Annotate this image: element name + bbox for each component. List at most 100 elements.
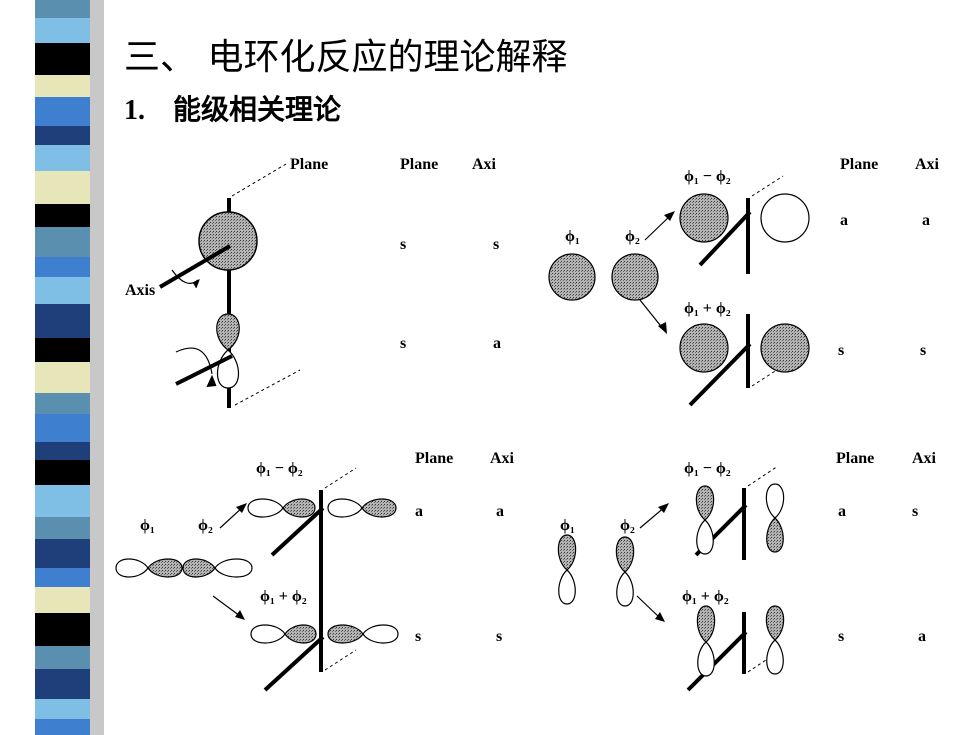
rotation-arrowhead-lower	[206, 374, 217, 388]
plus-right-orbital	[760, 323, 810, 373]
minus-left-lobe-open	[696, 519, 714, 555]
strip-shadow	[90, 0, 104, 735]
strip-segment	[35, 414, 90, 442]
row2-plane-value: s	[838, 628, 844, 645]
p-orbital-lobe-open	[216, 349, 240, 389]
row2-plane-value: s	[400, 335, 406, 352]
phi1-lobe-open	[115, 558, 149, 578]
strip-segment	[35, 338, 90, 362]
row2-axis-value: s	[920, 342, 926, 359]
plus-right-lobe-open	[766, 639, 784, 675]
strip-segment	[35, 719, 90, 735]
strip-segment	[35, 145, 90, 171]
strip-segment	[35, 460, 90, 485]
rotation-axis-lower	[263, 635, 325, 692]
row1-axis-value: a	[922, 212, 930, 229]
strip-segment	[35, 304, 90, 338]
arrowhead-to-plus	[658, 322, 667, 334]
strip-segment	[35, 257, 90, 277]
row2-plane-value: s	[838, 342, 844, 359]
minus-left-lobe-open	[247, 498, 284, 518]
phi2-orbital	[611, 253, 659, 301]
plus-combination-label: ϕ₁ + ϕ₂	[682, 588, 729, 605]
table-header-axis: Axi	[912, 450, 937, 467]
strip-segment	[35, 18, 90, 43]
minus-combination-label: ϕ₁ − ϕ₂	[684, 168, 731, 185]
row1-plane-value: a	[840, 212, 848, 229]
plus-right-lobe-shaded	[327, 624, 364, 644]
arrow-to-plus	[636, 595, 661, 619]
minus-right-orbital	[760, 193, 810, 243]
phi1-label: ϕ₁	[560, 517, 575, 534]
phi1-orbital	[548, 253, 596, 301]
plane-edge-dashed	[234, 369, 301, 406]
row2-axis-value: a	[493, 335, 501, 352]
arrowhead-to-minus	[664, 211, 675, 221]
strip-segment	[35, 393, 90, 414]
row1-plane-value: s	[400, 236, 406, 253]
row2-plane-value: s	[415, 628, 421, 645]
row1-plane-value: a	[415, 503, 423, 520]
rotation-axis-upper	[270, 506, 325, 557]
p-orbital-lobe-shaded	[216, 313, 240, 351]
plane-callout-line	[231, 163, 287, 197]
minus-right-lobe-shaded	[766, 517, 784, 553]
plane-callout-label: Plane	[290, 156, 328, 173]
phi1-label: ϕ₁	[140, 517, 155, 534]
plane-edge-dashed-upper	[747, 465, 779, 487]
plane-edge-dashed-upper	[751, 175, 784, 197]
row1-plane-value: a	[838, 503, 846, 520]
panel-top-left: Plane Axis Plane Axi s s s a	[125, 156, 501, 408]
arrowhead-to-plus	[235, 610, 245, 620]
arrowhead-to-plus	[655, 612, 665, 622]
plus-left-orbital	[679, 323, 729, 373]
strip-segment	[35, 97, 90, 126]
plus-left-lobe-open	[697, 641, 715, 677]
table-header-axis: Axi	[472, 156, 497, 173]
table-header-plane: Plane	[836, 450, 874, 467]
strip-segment	[35, 0, 90, 18]
strip-segment	[35, 227, 90, 257]
plus-left-lobe-shaded	[284, 624, 317, 644]
panel-top-right: ϕ₁ ϕ₂ ϕ₁ − ϕ₂ ϕ₁ + ϕ₂ Plane Axi a a s s	[548, 156, 940, 407]
table-header-axis: Axi	[915, 156, 940, 173]
slide-subtitle: 1.能级相关理论	[124, 88, 341, 128]
table-header-plane: Plane	[400, 156, 438, 173]
plus-left-lobe-open	[250, 624, 286, 644]
strip-segment	[35, 277, 90, 304]
phi2-lobe-open	[214, 558, 253, 578]
minus-combination-label: ϕ₁ − ϕ₂	[256, 460, 303, 477]
strip-segment	[35, 587, 90, 613]
table-header-plane: Plane	[840, 156, 878, 173]
strip-segment	[35, 669, 90, 699]
strip-segment	[35, 485, 90, 517]
strip-segment	[35, 568, 90, 587]
panel-bottom-left: ϕ₁ ϕ₂ ϕ₁ − ϕ₂ ϕ₁ + ϕ₂ Plane Axi a a s s	[115, 450, 515, 692]
panel-bottom-right: ϕ₁ ϕ₂ ϕ₁ − ϕ₂ ϕ₁ + ϕ₂ Plane Axi a s s a	[557, 450, 937, 692]
strip-segment	[35, 171, 90, 204]
strip-segment	[35, 442, 90, 460]
minus-left-orbital	[679, 193, 729, 243]
phi2-label: ϕ₂	[198, 517, 213, 534]
plus-combination-label: ϕ₁ + ϕ₂	[260, 588, 307, 605]
axis-callout-label: Axis	[125, 282, 155, 299]
rotation-axis-lower	[686, 630, 748, 692]
rotation-arrow-lower	[175, 347, 213, 375]
decorative-sidebar-strip	[35, 0, 104, 735]
minus-right-lobe-open	[765, 483, 785, 519]
row2-axis-value: a	[918, 628, 926, 645]
strip-segment	[35, 699, 90, 719]
strip-segment	[35, 43, 90, 75]
strip-segment	[35, 75, 90, 97]
strip-segment	[35, 613, 90, 646]
strip-segment	[35, 126, 90, 145]
phi2-lobe-open	[616, 571, 634, 607]
plus-combination-label: ϕ₁ + ϕ₂	[684, 300, 731, 317]
arrowhead-to-minus	[236, 503, 247, 513]
minus-combination-label: ϕ₁ − ϕ₂	[684, 460, 731, 477]
phi2-label: ϕ₂	[620, 517, 635, 534]
rotation-axis-lower	[688, 342, 752, 407]
plane-edge-dashed-upper	[324, 467, 357, 489]
table-header-axis: Axi	[490, 450, 515, 467]
